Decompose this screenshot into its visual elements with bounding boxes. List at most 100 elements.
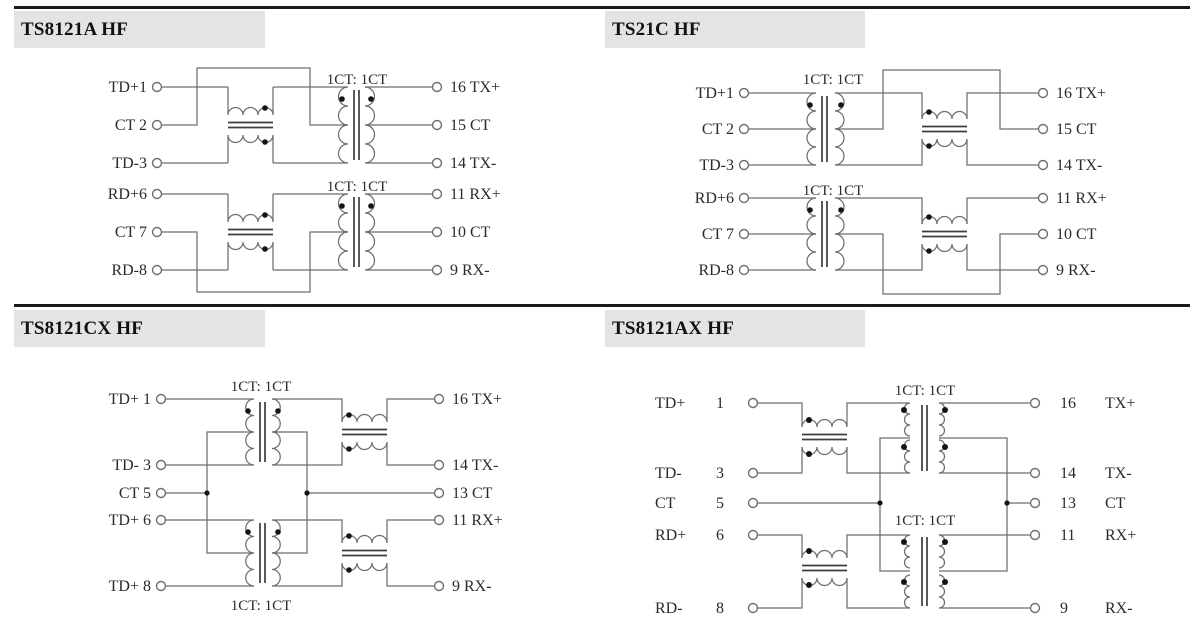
turns-ratio-label: 1CT: 1CT bbox=[803, 72, 864, 88]
transformer-windings bbox=[245, 398, 281, 587]
core-lines bbox=[259, 402, 387, 583]
polarity-dots bbox=[262, 96, 374, 252]
pin-number: 11 bbox=[1060, 527, 1075, 544]
pin-label: RD+6 bbox=[695, 190, 734, 207]
pin-number: 1 bbox=[716, 395, 724, 412]
panel-title: TS8121AX HF bbox=[612, 317, 735, 339]
choke-coils bbox=[227, 87, 274, 270]
header-ts8121ax: TS8121AX HF bbox=[605, 310, 865, 347]
schematic-ts8121ax: TD+ TD- CT RD+ RD- 1 3 5 6 8 16 14 13 11… bbox=[655, 383, 1136, 617]
top-rule bbox=[14, 6, 1190, 9]
pin-label: 14 TX- bbox=[452, 457, 498, 474]
pin-number: 9 bbox=[1060, 600, 1068, 617]
pin-label: 16 TX+ bbox=[452, 391, 502, 408]
header-ts8121a: TS8121A HF bbox=[14, 11, 265, 48]
terminals bbox=[151, 81, 443, 276]
panel-title: TS8121CX HF bbox=[21, 317, 144, 339]
pin-label: TD- 3 bbox=[112, 457, 151, 474]
turns-ratio-label: 1CT: 1CT bbox=[327, 179, 388, 195]
pin-label: RD-8 bbox=[111, 262, 147, 279]
pin-number: 16 bbox=[1060, 395, 1076, 412]
pin-label: 14 TX- bbox=[1056, 157, 1102, 174]
turns-ratio-label: 1CT: 1CT bbox=[895, 383, 956, 399]
turns-ratio-label: 1CT: 1CT bbox=[231, 379, 292, 395]
pin-label: 11 RX+ bbox=[450, 186, 501, 203]
terminals bbox=[747, 397, 1041, 614]
pin-label: TD+1 bbox=[109, 79, 147, 96]
wires bbox=[161, 67, 433, 293]
panel-title: TS21C HF bbox=[612, 18, 701, 40]
pin-label: CT bbox=[1105, 495, 1126, 512]
pin-label: 9 RX- bbox=[1056, 262, 1096, 279]
pin-label: CT 5 bbox=[119, 485, 151, 502]
header-ts8121cx: TS8121CX HF bbox=[14, 310, 265, 347]
pin-label: CT 2 bbox=[702, 121, 734, 138]
pin-label: TX+ bbox=[1105, 395, 1135, 412]
turns-ratio-label: 1CT: 1CT bbox=[327, 72, 388, 88]
core-lines bbox=[821, 96, 967, 267]
pin-label: RX- bbox=[1105, 600, 1133, 617]
choke-coils bbox=[921, 110, 968, 253]
pin-label: TD+ 6 bbox=[109, 512, 151, 529]
transformer-windings bbox=[903, 402, 946, 609]
junction-dot bbox=[304, 490, 310, 496]
turns-ratio-label: 1CT: 1CT bbox=[231, 598, 292, 614]
pin-label: TD-3 bbox=[699, 157, 734, 174]
pin-label: TD+ 1 bbox=[109, 391, 151, 408]
pin-label: RD+ bbox=[655, 527, 686, 544]
pin-label: TD+1 bbox=[696, 85, 734, 102]
pin-number: 6 bbox=[716, 527, 724, 544]
wires bbox=[757, 402, 1031, 609]
pin-label: RD-8 bbox=[698, 262, 734, 279]
pin-label: 9 RX- bbox=[452, 578, 492, 595]
pin-label: 10 CT bbox=[450, 224, 491, 241]
pin-label: 11 RX+ bbox=[452, 512, 503, 529]
pin-label: 15 CT bbox=[1056, 121, 1097, 138]
pin-label: RD+6 bbox=[108, 186, 147, 203]
pin-label: 9 RX- bbox=[450, 262, 490, 279]
middle-rule bbox=[14, 304, 1190, 307]
pin-label: CT bbox=[655, 495, 676, 512]
panel-title: TS8121A HF bbox=[21, 18, 129, 40]
transformer-windings bbox=[337, 86, 376, 271]
junction-dot bbox=[204, 490, 210, 496]
turns-ratio-label: 1CT: 1CT bbox=[803, 183, 864, 199]
pin-label: 16 TX+ bbox=[1056, 85, 1106, 102]
transformer-windings bbox=[806, 92, 845, 271]
polarity-dots bbox=[807, 102, 932, 254]
pin-label: 15 CT bbox=[450, 117, 491, 134]
pin-label: TD-3 bbox=[112, 155, 147, 172]
schematic-ts21c: TD+1 CT 2 TD-3 RD+6 CT 7 RD-8 16 TX+ 15 … bbox=[695, 69, 1107, 295]
pin-label: 10 CT bbox=[1056, 226, 1097, 243]
header-ts21c: TS21C HF bbox=[605, 11, 865, 48]
schematic-ts8121cx: TD+ 1 TD- 3 CT 5 TD+ 6 TD+ 8 16 TX+ 14 T… bbox=[109, 379, 503, 614]
pin-label: 11 RX+ bbox=[1056, 190, 1107, 207]
pin-label: TD+ 8 bbox=[109, 578, 151, 595]
pin-label: TD- bbox=[655, 465, 682, 482]
junction-dot bbox=[1004, 500, 1010, 506]
schematic-ts8121a: TD+1 CT 2 TD-3 RD+6 CT 7 RD-8 16 TX+ 15 … bbox=[108, 67, 501, 293]
core-lines bbox=[228, 90, 360, 267]
pin-label: CT 7 bbox=[115, 224, 147, 241]
pin-label: RD- bbox=[655, 600, 683, 617]
terminals bbox=[155, 393, 445, 592]
turns-ratio-label: 1CT: 1CT bbox=[895, 513, 956, 529]
junction-dot bbox=[877, 500, 883, 506]
pin-label: CT 2 bbox=[115, 117, 147, 134]
pin-label: 16 TX+ bbox=[450, 79, 500, 96]
pin-number: 8 bbox=[716, 600, 724, 617]
pin-label: RX+ bbox=[1105, 527, 1136, 544]
pin-number: 3 bbox=[716, 465, 724, 482]
polarity-dots bbox=[204, 408, 352, 573]
pin-number: 5 bbox=[716, 495, 724, 512]
pin-number: 13 bbox=[1060, 495, 1076, 512]
pin-number: 14 bbox=[1060, 465, 1076, 482]
pin-label: TD+ bbox=[655, 395, 685, 412]
polarity-dots bbox=[806, 407, 1010, 588]
pin-label: 14 TX- bbox=[450, 155, 496, 172]
pin-label: 13 CT bbox=[452, 485, 493, 502]
core-lines bbox=[802, 405, 928, 606]
pin-label: CT 7 bbox=[702, 226, 734, 243]
pin-label: TX- bbox=[1105, 465, 1132, 482]
